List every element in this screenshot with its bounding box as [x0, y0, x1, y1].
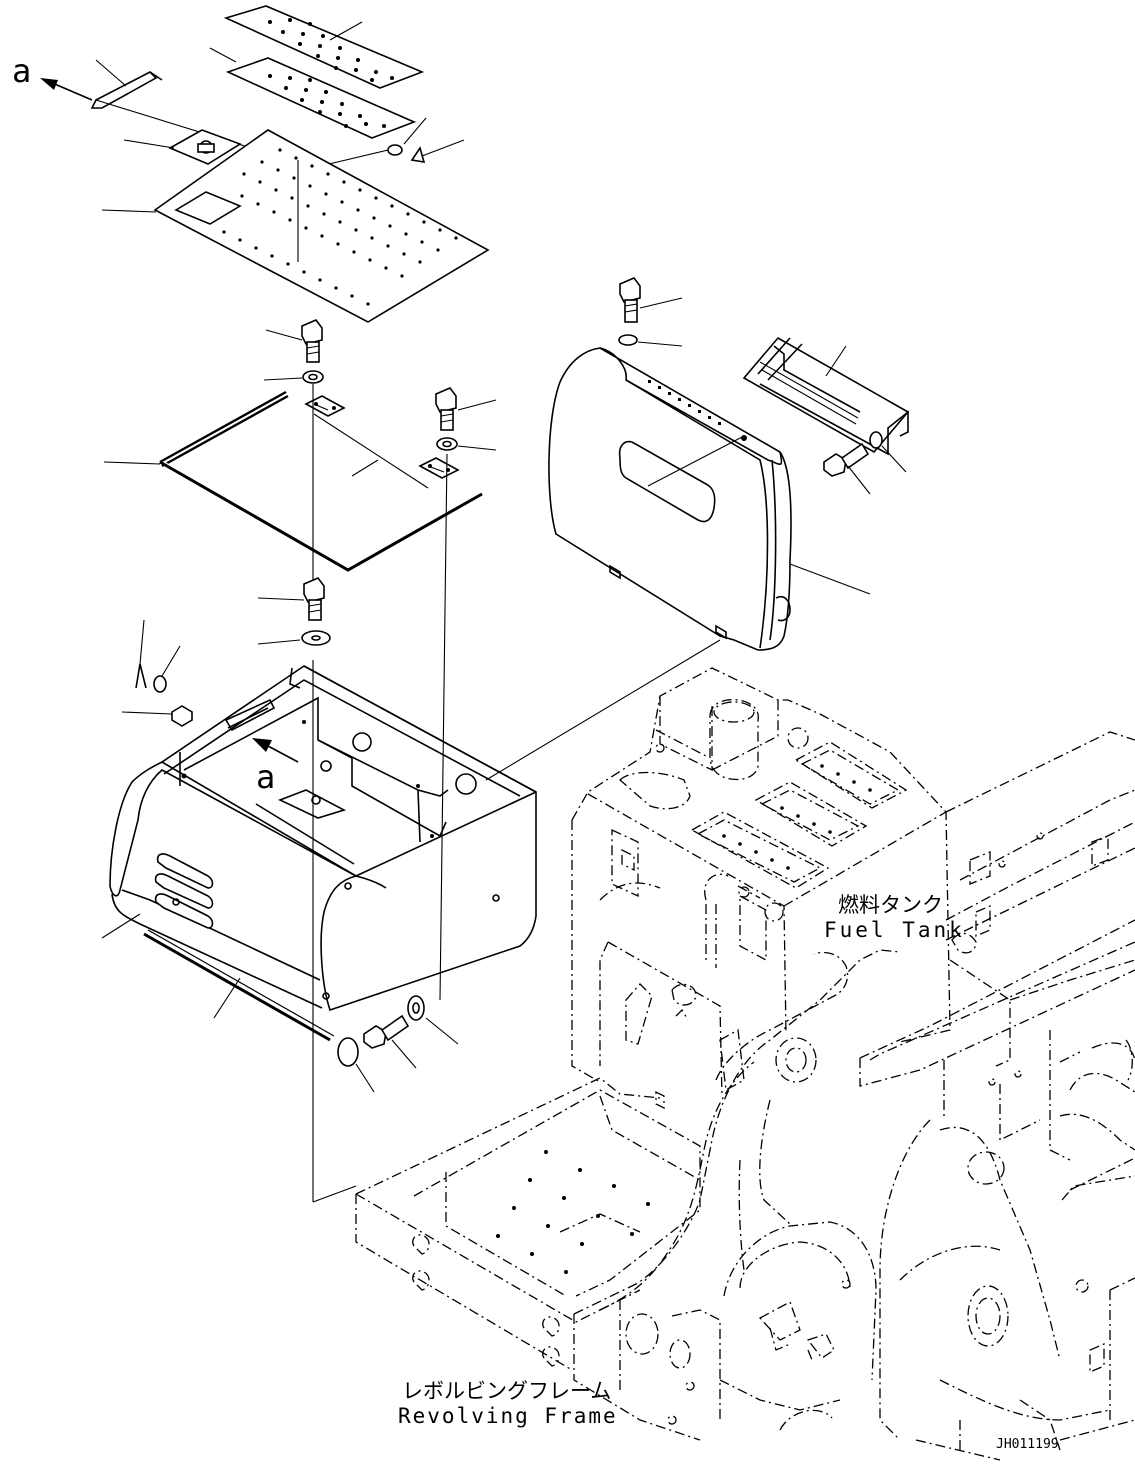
leader-line — [789, 563, 871, 595]
leader-line — [391, 1039, 417, 1069]
leader-line — [457, 445, 497, 451]
leader-line — [313, 413, 429, 489]
leader-line — [209, 47, 237, 63]
view-marker-top: a — [12, 52, 31, 90]
bolt — [823, 442, 870, 477]
washer — [153, 675, 167, 693]
view-arrow-top — [40, 78, 93, 101]
leader-line — [263, 377, 303, 381]
leader-line — [312, 1185, 357, 1203]
bolt — [435, 387, 457, 431]
fuel-tank-label-jp: 燃料タンク — [838, 893, 943, 917]
leader-line — [637, 341, 683, 347]
leader-line — [121, 711, 173, 715]
seal-frame — [159, 390, 483, 572]
box-cover — [153, 129, 490, 323]
leader-line — [421, 139, 465, 157]
washer — [387, 144, 403, 156]
leader-line — [103, 461, 161, 465]
clip — [410, 146, 426, 163]
leader-line — [213, 977, 241, 1019]
step-plate-lower — [225, 57, 417, 139]
seal-strip — [143, 929, 335, 1042]
bolt — [303, 577, 325, 621]
toolbox — [109, 665, 537, 1012]
leader-line — [123, 139, 175, 149]
hinge — [304, 395, 346, 417]
leader-line — [647, 435, 745, 487]
view-arrow-box — [252, 738, 299, 763]
leader-line — [639, 297, 683, 309]
leader-line — [355, 1063, 375, 1093]
leader-line — [825, 345, 847, 377]
revolving-frame — [355, 731, 1135, 1461]
leader-line — [257, 597, 305, 601]
view-marker-box: a — [256, 758, 275, 796]
leader-line — [881, 445, 907, 473]
bolt — [619, 277, 641, 323]
latch — [168, 129, 242, 165]
bracket — [742, 336, 910, 456]
tank-cover — [548, 347, 792, 651]
leader-line — [485, 639, 721, 781]
bolt — [363, 1014, 410, 1049]
fuel-tank — [571, 667, 951, 1110]
spacer — [171, 705, 193, 727]
leader-line — [403, 117, 427, 145]
revolving-frame-label-jp: レボルビングフレーム — [402, 1379, 611, 1403]
bolt — [301, 319, 323, 363]
leader-line — [265, 329, 303, 341]
leader-line — [425, 1017, 459, 1045]
washer — [869, 431, 883, 449]
washer — [301, 630, 331, 646]
leader-line — [101, 913, 141, 939]
handle-rod — [90, 71, 163, 109]
washer — [407, 995, 425, 1021]
washer — [337, 1037, 359, 1067]
leader-line — [257, 639, 301, 645]
washer — [302, 370, 324, 384]
leader-line — [101, 209, 157, 213]
leader-line — [439, 453, 448, 1001]
drawing-id: JH011199 — [996, 1437, 1059, 1452]
leader-line — [351, 459, 379, 477]
leader-line — [139, 619, 145, 665]
revolving-frame-label-en: Revolving Frame — [398, 1404, 618, 1428]
leader-line — [95, 59, 127, 87]
hinge — [418, 457, 460, 479]
washer — [618, 334, 638, 346]
leader-line — [457, 399, 497, 411]
fuel-tank-label-en: Fuel Tank — [824, 918, 965, 942]
step-plate-upper — [223, 5, 425, 89]
clip-left — [135, 663, 147, 689]
leader-line — [161, 645, 181, 677]
leader-line — [329, 21, 363, 41]
leader-line — [847, 465, 871, 495]
washer — [436, 437, 458, 451]
